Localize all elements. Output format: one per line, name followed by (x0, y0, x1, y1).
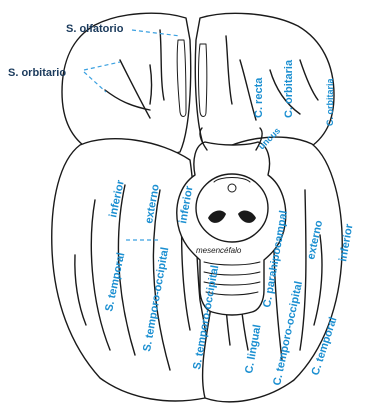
label-c-recta: C. recta (253, 77, 265, 118)
label-c-orbitaria-1: C. orbitaria (283, 59, 295, 118)
label-mesencefalo: mesencéfalo (196, 246, 242, 255)
label-s-olfatorio: S. olfatorio (66, 23, 124, 35)
label-c-orbitaria-2: C. orbitaria (325, 77, 335, 126)
label-s-orbitario: S. orbitario (8, 67, 66, 79)
